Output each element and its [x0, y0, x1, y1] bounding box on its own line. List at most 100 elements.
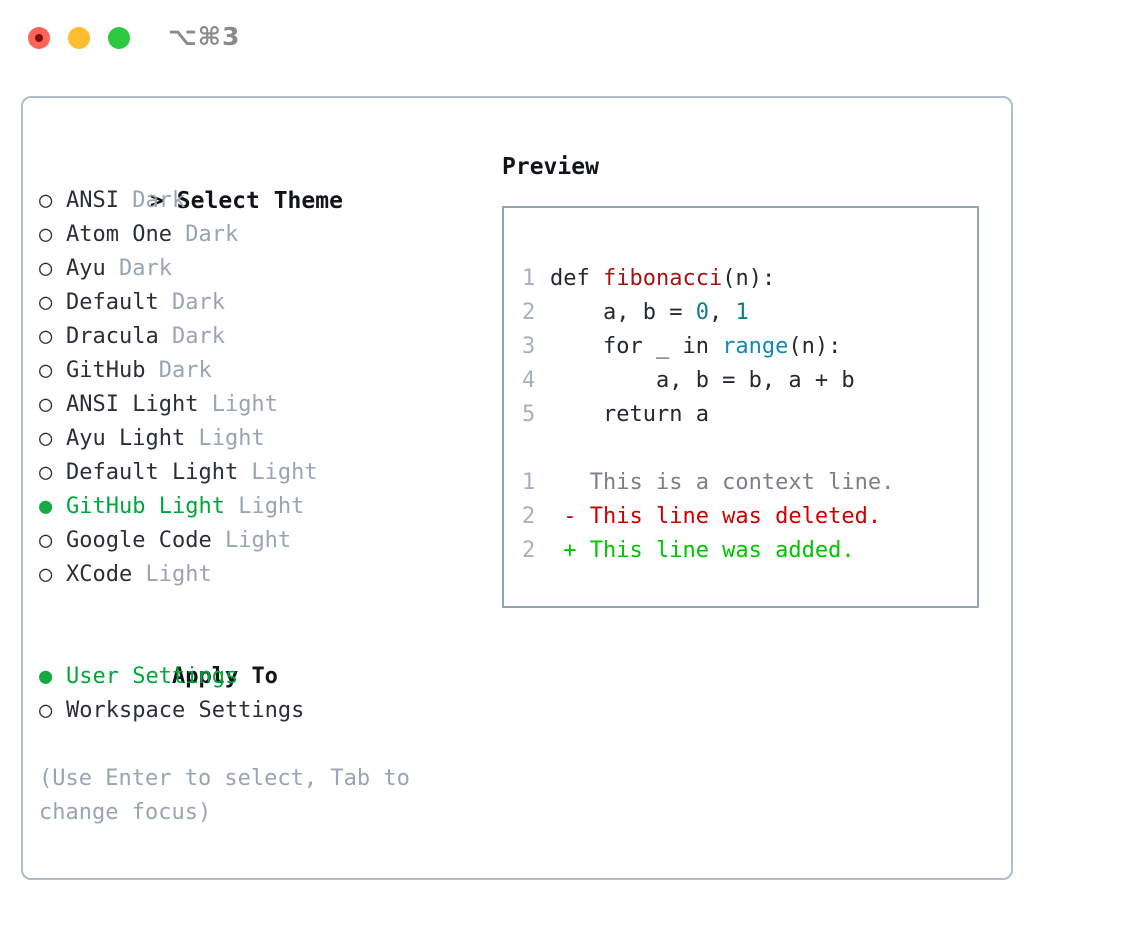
apply-to-header: Apply To: [39, 626, 479, 689]
code-token-plain: (n):: [788, 334, 842, 359]
radio-unselected-icon: ○: [39, 426, 53, 451]
apply-to-option[interactable]: ● User Settings: [39, 660, 479, 694]
theme-variant-tag: Dark: [105, 256, 172, 281]
theme-variant-tag: Dark: [158, 324, 225, 349]
line-number: 1: [522, 266, 536, 291]
theme-option-label: ANSI Light: [66, 392, 199, 417]
code-token-bi: range: [722, 334, 789, 359]
diff-line-text: - This line was deleted.: [550, 504, 882, 529]
diff-line-del: 2 - This line was deleted.: [522, 500, 977, 534]
code-line: 4 a, b = b, a + b: [522, 364, 977, 398]
theme-option-label: Ayu Light: [66, 426, 186, 451]
code-line: 5 return a: [522, 398, 977, 432]
select-theme-header: > Select Theme: [39, 150, 479, 214]
radio-unselected-icon: ○: [39, 358, 53, 383]
line-number: 4: [522, 368, 536, 393]
theme-option-label: Atom One: [66, 222, 172, 247]
code-line: 2 a, b = 0, 1: [522, 296, 977, 330]
code-token-num: 1: [735, 300, 749, 325]
theme-variant-tag: Light: [211, 528, 292, 553]
code-token-plain: ,: [708, 300, 736, 325]
diff-line-ctx: 1 This is a context line.: [522, 466, 977, 500]
theme-variant-tag: Light: [185, 426, 265, 451]
radio-unselected-icon: ○: [39, 528, 53, 553]
theme-option[interactable]: ○ ANSI Dark: [39, 184, 479, 218]
apply-to-option-label: Workspace Settings: [66, 698, 305, 723]
minimize-button[interactable]: [68, 27, 90, 49]
line-number: 5: [522, 402, 536, 427]
theme-option[interactable]: ○Default Dark: [39, 286, 479, 320]
theme-variant-tag: Light: [224, 494, 305, 519]
line-number: 2: [522, 538, 536, 563]
page-title: Select Theme: [176, 188, 343, 214]
theme-option[interactable]: ●GitHub Light Light: [39, 490, 479, 524]
theme-option-label: GitHub: [66, 358, 146, 383]
apply-to-list: ● User Settings ○ Workspace Settings: [39, 660, 479, 728]
theme-list: ○ANSI Dark○Atom One Dark○Ayu Dark○Defaul…: [39, 184, 479, 592]
radio-unselected-icon: ○: [39, 562, 53, 587]
code-line: 1 def fibonacci(n):: [522, 262, 977, 296]
theme-list-column: >Select Theme ○ANSI Dark○Atom One Dark○A…: [39, 150, 479, 830]
theme-variant-tag: Dark: [171, 222, 239, 247]
theme-option[interactable]: ○ Ayu Dark: [39, 252, 479, 286]
code-token-plain: a, b = b, a + b: [550, 368, 855, 393]
theme-option-label: Default: [66, 290, 159, 315]
diff-sample: 1 This is a context line.2 - This line w…: [522, 466, 977, 568]
theme-variant-tag: Light: [238, 460, 318, 485]
theme-variant-tag: Light: [132, 562, 212, 587]
preview-title: Preview: [502, 154, 599, 180]
radio-unselected-icon: ○: [39, 256, 53, 281]
theme-option[interactable]: ○ Google Code Light: [39, 524, 479, 558]
apply-to-option[interactable]: ○ Workspace Settings: [39, 694, 479, 728]
code-line: 3 for _ in range(n):: [522, 330, 977, 364]
diff-line-add: 2 + This line was added.: [522, 534, 977, 568]
line-number: 1: [522, 470, 536, 495]
radio-selected-icon: ●: [39, 664, 53, 689]
radio-unselected-icon: ○: [39, 188, 53, 213]
code-token-plain: def: [550, 266, 603, 291]
radio-unselected-icon: ○: [39, 324, 53, 349]
theme-option[interactable]: ○ GitHub Dark: [39, 354, 479, 388]
code-token-num: 0: [695, 300, 709, 325]
keyboard-hint: (Use Enter to select, Tab to change focu…: [39, 766, 424, 825]
theme-option-label: Google Code: [66, 528, 212, 553]
theme-variant-tag: Light: [198, 392, 278, 417]
maximize-button[interactable]: [108, 27, 130, 49]
code-token-plain: for _ in: [550, 334, 723, 359]
line-number: 2: [522, 504, 536, 529]
radio-unselected-icon: ○: [39, 460, 53, 485]
apply-to-title: Apply To: [171, 664, 278, 689]
caret-icon: >: [149, 188, 164, 214]
title-bar: ⌥⌘3: [0, 0, 1140, 76]
theme-option-label: Ayu: [66, 256, 106, 281]
theme-picker-panel: >Select Theme ○ANSI Dark○Atom One Dark○A…: [21, 96, 1013, 880]
diff-line-text: + This line was added.: [550, 538, 855, 563]
theme-option-label: XCode: [66, 562, 133, 587]
theme-option-label: ANSI: [66, 188, 119, 213]
close-button[interactable]: [28, 27, 50, 49]
theme-option[interactable]: ○ XCode Light: [39, 558, 479, 592]
theme-option[interactable]: ○ Ayu Light Light: [39, 422, 479, 456]
radio-unselected-icon: ○: [39, 698, 53, 723]
code-diff-spacer: [522, 432, 977, 466]
theme-variant-tag: Dark: [118, 188, 186, 213]
code-token-plain: return a: [550, 402, 709, 427]
radio-unselected-icon: ○: [39, 392, 53, 417]
theme-option[interactable]: ○Dracula Dark: [39, 320, 479, 354]
theme-option[interactable]: ○Default Light Light: [39, 456, 479, 490]
radio-selected-icon: ●: [39, 494, 53, 519]
theme-variant-tag: Dark: [158, 290, 225, 315]
theme-option[interactable]: ○ ANSI Light Light: [39, 388, 479, 422]
theme-option[interactable]: ○Atom One Dark: [39, 218, 479, 252]
line-number: 2: [522, 300, 536, 325]
apply-to-option-label: User Settings: [66, 664, 239, 689]
diff-line-text: This is a context line.: [550, 470, 895, 495]
theme-variant-tag: Dark: [145, 358, 212, 383]
code-token-fn: fibonacci: [602, 266, 723, 291]
code-token-plain: a, b =: [550, 300, 696, 325]
code-token-plain: (n):: [722, 266, 776, 291]
